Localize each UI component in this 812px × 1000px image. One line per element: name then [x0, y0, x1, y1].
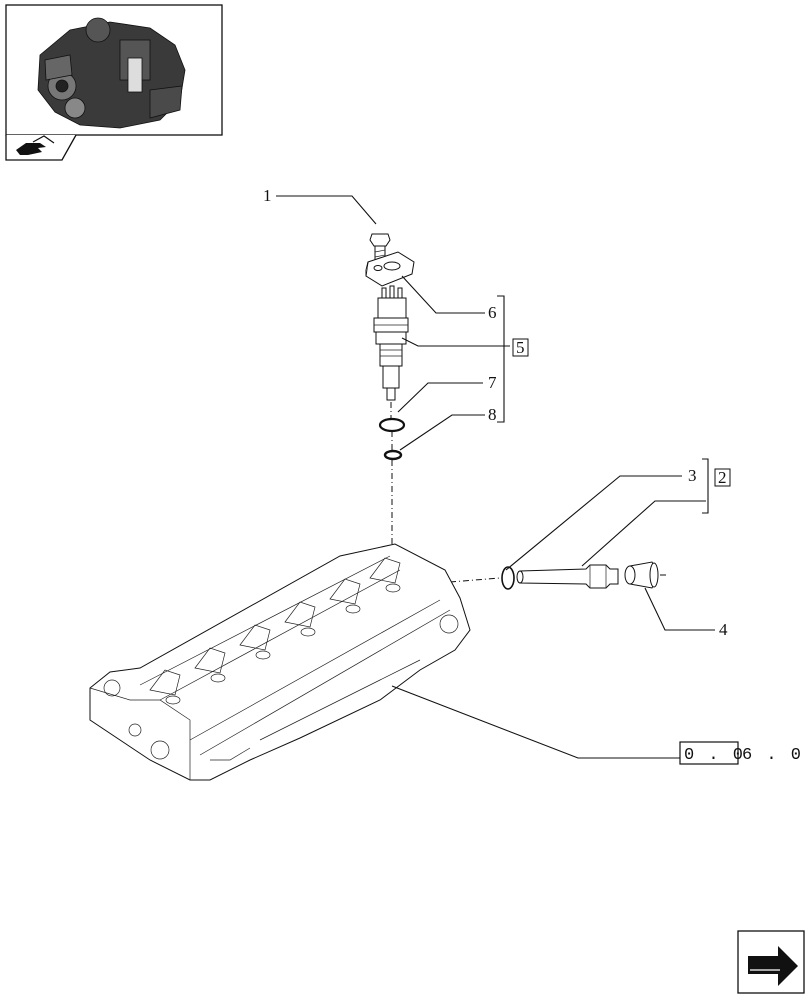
- callout-2[interactable]: 2: [718, 468, 727, 487]
- part-seal-ring: [501, 566, 515, 590]
- callout-1[interactable]: 1: [263, 186, 272, 205]
- part-o-ring: [378, 417, 406, 433]
- callout-2-box: [714, 468, 731, 487]
- part-washer: [383, 449, 403, 461]
- part-injector: [373, 285, 409, 401]
- callout-3[interactable]: 3: [688, 466, 697, 485]
- callout-8[interactable]: 8: [488, 405, 497, 424]
- cylinder-head: [89, 543, 471, 781]
- next-page-arrow-icon[interactable]: [737, 930, 805, 994]
- callout-6[interactable]: 6: [488, 303, 497, 322]
- part-fuel-tube: [516, 564, 619, 589]
- section-reference-rest[interactable]: 6 . 0: [742, 746, 803, 765]
- leader-lines: [276, 195, 715, 759]
- callout-7[interactable]: 7: [488, 373, 497, 392]
- section-reference-boxed[interactable]: 0 . 0: [684, 746, 745, 765]
- section-reference-box: [679, 741, 739, 765]
- part-bolt: [369, 233, 391, 269]
- callout-5-box: [512, 338, 529, 357]
- hand-pointer-icon[interactable]: [5, 134, 77, 161]
- group-bracket-5: [497, 295, 505, 423]
- group-bracket-2: [702, 458, 709, 514]
- part-connector-sleeve: [624, 561, 659, 589]
- callout-4[interactable]: 4: [719, 620, 728, 639]
- part-injector-clamp: [365, 251, 415, 287]
- callout-5[interactable]: 5: [516, 338, 525, 357]
- engine-thumbnail-icon[interactable]: [5, 4, 223, 136]
